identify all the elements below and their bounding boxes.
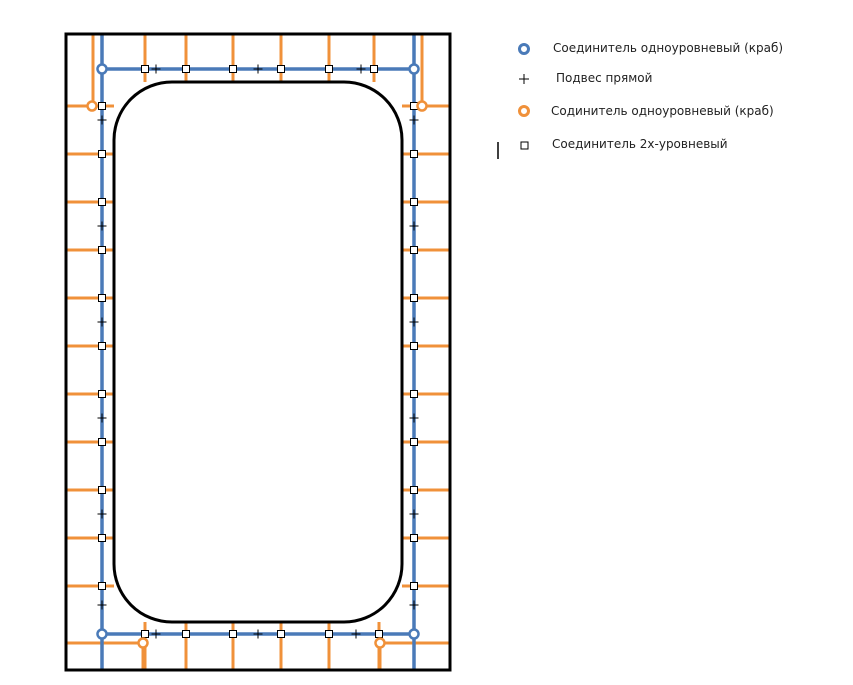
two-level-connector-icon [410,438,418,446]
two-level-connector-icon [410,150,418,158]
two-level-connector-icon [410,534,418,542]
two-level-connector-icon [98,342,106,350]
two-level-connector-icon [98,198,106,206]
straight-hanger-icon [253,629,263,639]
two-level-connector-icon [410,486,418,494]
two-level-connector-icon [410,246,418,254]
legend-label: Содинитель одноуровневый (краб) [551,104,774,118]
two-level-connector-icon [325,65,333,73]
orange-profile-layer [66,34,450,670]
square-icon [520,141,529,150]
two-level-connector-icon [277,65,285,73]
two-level-connector-icon [375,630,383,638]
two-level-connector-icon [98,582,106,590]
two-level-connector-icon [98,102,106,110]
straight-hanger-icon [409,317,419,327]
straight-hanger-icon [409,600,419,610]
straight-hanger-icon [97,115,107,125]
two-level-connector-icon [277,630,285,638]
legend: Соединитель одноуровневый (краб) Подвес … [497,41,783,159]
orange-crab-connector-icon [416,100,428,112]
two-level-connector-icon [98,438,106,446]
straight-hanger-icon [409,221,419,231]
straight-hanger-icon [97,509,107,519]
orange-crab-connector-icon [137,637,149,649]
inner-rounded-opening [112,80,404,624]
two-level-connector-icon [141,630,149,638]
straight-hanger-icon [351,629,361,639]
two-level-connector-icon [410,342,418,350]
cross-icon [519,74,529,84]
orange-crab-connector-icon [86,100,98,112]
two-level-connector-icon [98,150,106,158]
straight-hanger-icon [97,600,107,610]
legend-label: Соединитель 2х-уровневый [552,137,728,151]
straight-hanger-icon [409,413,419,423]
two-level-connector-icon [229,65,237,73]
two-level-connector-icon [370,65,378,73]
two-level-connector-icon [98,486,106,494]
outer-frame [64,32,452,672]
blue-crab-connector-icon [408,628,420,640]
two-level-connector-icon [182,630,190,638]
two-level-connector-icon [98,390,106,398]
connector-marker-layer [86,63,428,649]
legend-item-straight-hanger: Подвес прямой [519,71,652,85]
two-level-connector-icon [98,534,106,542]
orange-ring-icon [518,105,530,117]
blue-profile-layer [100,34,416,670]
straight-hanger-icon [253,64,263,74]
straight-hanger-icon [97,413,107,423]
legend-label: Соединитель одноуровневый (краб) [553,41,783,55]
two-level-connector-icon [410,390,418,398]
blue-crab-connector-icon [408,63,420,75]
straight-hanger-icon [409,509,419,519]
straight-hanger-icon [97,317,107,327]
straight-hanger-icon [97,221,107,231]
blue-crab-connector-icon [96,63,108,75]
two-level-connector-icon [410,198,418,206]
two-level-connector-icon [98,294,106,302]
legend-label: Подвес прямой [556,71,652,85]
legend-item-blue-crab: Соединитель одноуровневый (краб) [518,41,783,55]
two-level-connector-icon [410,294,418,302]
orange-crab-connector-icon [374,637,386,649]
two-level-connector-icon [182,65,190,73]
two-level-connector-icon [410,582,418,590]
two-level-connector-icon [229,630,237,638]
straight-hanger-icon [151,629,161,639]
legend-item-two-level-connector: Соединитель 2х-уровневый [497,137,728,159]
straight-hanger-icon [356,64,366,74]
straight-hanger-icon [409,115,419,125]
legend-item-orange-crab: Содинитель одноуровневый (краб) [518,104,774,118]
two-level-connector-icon [141,65,149,73]
two-level-connector-icon [98,246,106,254]
straight-hanger-icon [151,64,161,74]
blue-ring-icon [518,43,530,55]
two-level-connector-icon [325,630,333,638]
blue-crab-connector-icon [96,628,108,640]
outer-frame-layer [64,32,452,672]
